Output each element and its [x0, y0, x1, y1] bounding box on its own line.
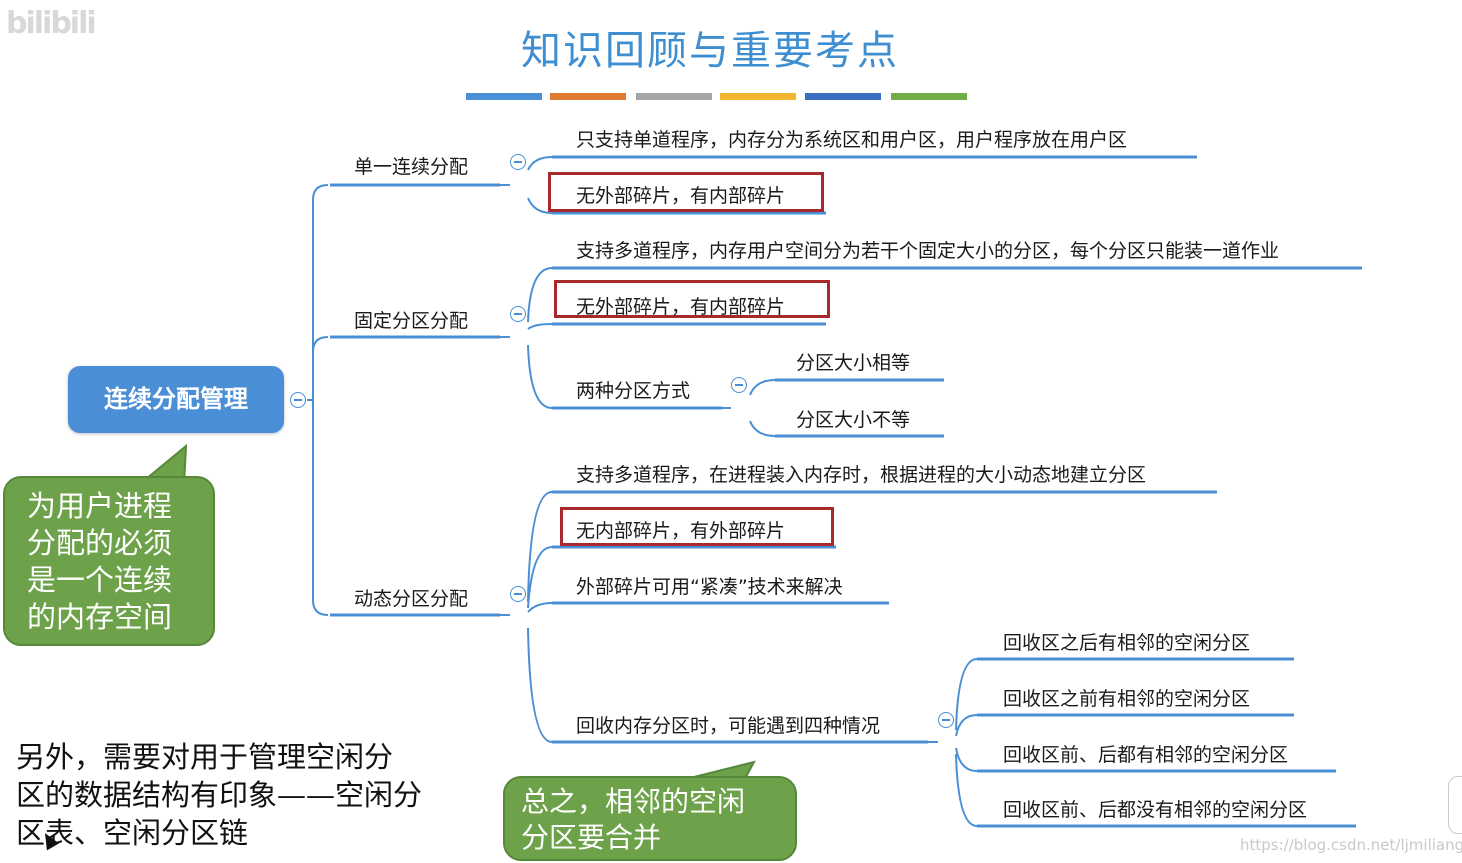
note-text: 另外，需要对用于管理空闲分 区的数据结构有印象——空闲分 区表、空闲分区链 [16, 738, 466, 852]
fixed-item-1: 支持多道程序，内存用户空间分为若干个固定大小的分区，每个分区只能装一道作业 [576, 240, 1280, 262]
root-node: 连续分配管理 [68, 366, 284, 433]
dynamic-recycle-label: 回收内存分区时，可能遇到四种情况 [576, 715, 881, 737]
bilibili-logo: bilibili [6, 6, 97, 41]
note-line-3: 区表、空闲分区链 [16, 816, 249, 850]
collapse-recycle-icon[interactable] [938, 712, 954, 728]
highlight-box-1 [548, 172, 824, 212]
dynamic-item-2: 无内部碎片，有外部碎片 [576, 520, 786, 542]
branch-dynamic-label: 动态分区分配 [354, 588, 469, 610]
watermark: https://blog.csdn.net/ljmiliang [1240, 836, 1462, 854]
color-bar-2 [550, 93, 626, 100]
slide-title: 知识回顾与重要考点 [521, 28, 899, 74]
note-line-1: 另外，需要对用于管理空闲分 [16, 740, 394, 774]
recycle-case-3: 回收区前、后都有相邻的空闲分区 [1003, 744, 1289, 766]
collapse-single-icon[interactable] [510, 154, 526, 170]
side-scroll-tab[interactable] [1448, 776, 1462, 834]
callout-bottom-line-2: 分区要合并 [521, 821, 662, 854]
callout-left-line-4: 的内存空间 [27, 600, 173, 634]
callout-bottom-line-1: 总之，相邻的空闲 [521, 785, 746, 818]
branch-fixed-label: 固定分区分配 [354, 310, 469, 332]
callout-left-line-2: 分配的必须 [27, 526, 173, 560]
fixed-method-1: 分区大小相等 [796, 352, 911, 374]
callout-left-line-1: 为用户进程 [27, 489, 173, 523]
highlight-box-3 [560, 507, 834, 546]
callout-left: 为用户进程 分配的必须 是一个连续 的内存空间 [3, 476, 215, 646]
branch-single-label: 单一连续分配 [354, 156, 469, 178]
collapse-root-icon[interactable] [290, 392, 306, 408]
color-bar-3 [636, 93, 712, 100]
note-line-2: 区的数据结构有印象——空闲分 [16, 778, 423, 812]
collapse-fixed-icon[interactable] [510, 306, 526, 322]
color-bar-6 [891, 93, 967, 100]
highlight-box-2 [554, 280, 830, 318]
collapse-dynamic-icon[interactable] [510, 586, 526, 602]
recycle-case-4: 回收区前、后都没有相邻的空闲分区 [1003, 799, 1308, 821]
dynamic-item-1: 支持多道程序，在进程装入内存时，根据进程的大小动态地建立分区 [576, 464, 1147, 486]
fixed-method-2: 分区大小不等 [796, 409, 911, 431]
recycle-case-2: 回收区之前有相邻的空闲分区 [1003, 688, 1251, 710]
callout-bottom: 总之，相邻的空闲 分区要合并 [503, 776, 797, 861]
color-bar-5 [805, 93, 881, 100]
single-item-2: 无外部碎片，有内部碎片 [576, 185, 786, 207]
dynamic-item-3: 外部碎片可用“紧凑”技术来解决 [576, 576, 843, 598]
color-bar-1 [466, 93, 542, 100]
collapse-methods-icon[interactable] [731, 377, 747, 393]
callout-left-tail [138, 444, 188, 484]
callout-left-line-3: 是一个连续 [27, 563, 173, 597]
fixed-methods-label: 两种分区方式 [576, 380, 691, 402]
fixed-item-2: 无外部碎片，有内部碎片 [576, 296, 786, 318]
color-bar-4 [720, 93, 796, 100]
single-item-1: 只支持单道程序，内存分为系统区和用户区，用户程序放在用户区 [576, 129, 1128, 151]
recycle-case-1: 回收区之后有相邻的空闲分区 [1003, 632, 1251, 654]
